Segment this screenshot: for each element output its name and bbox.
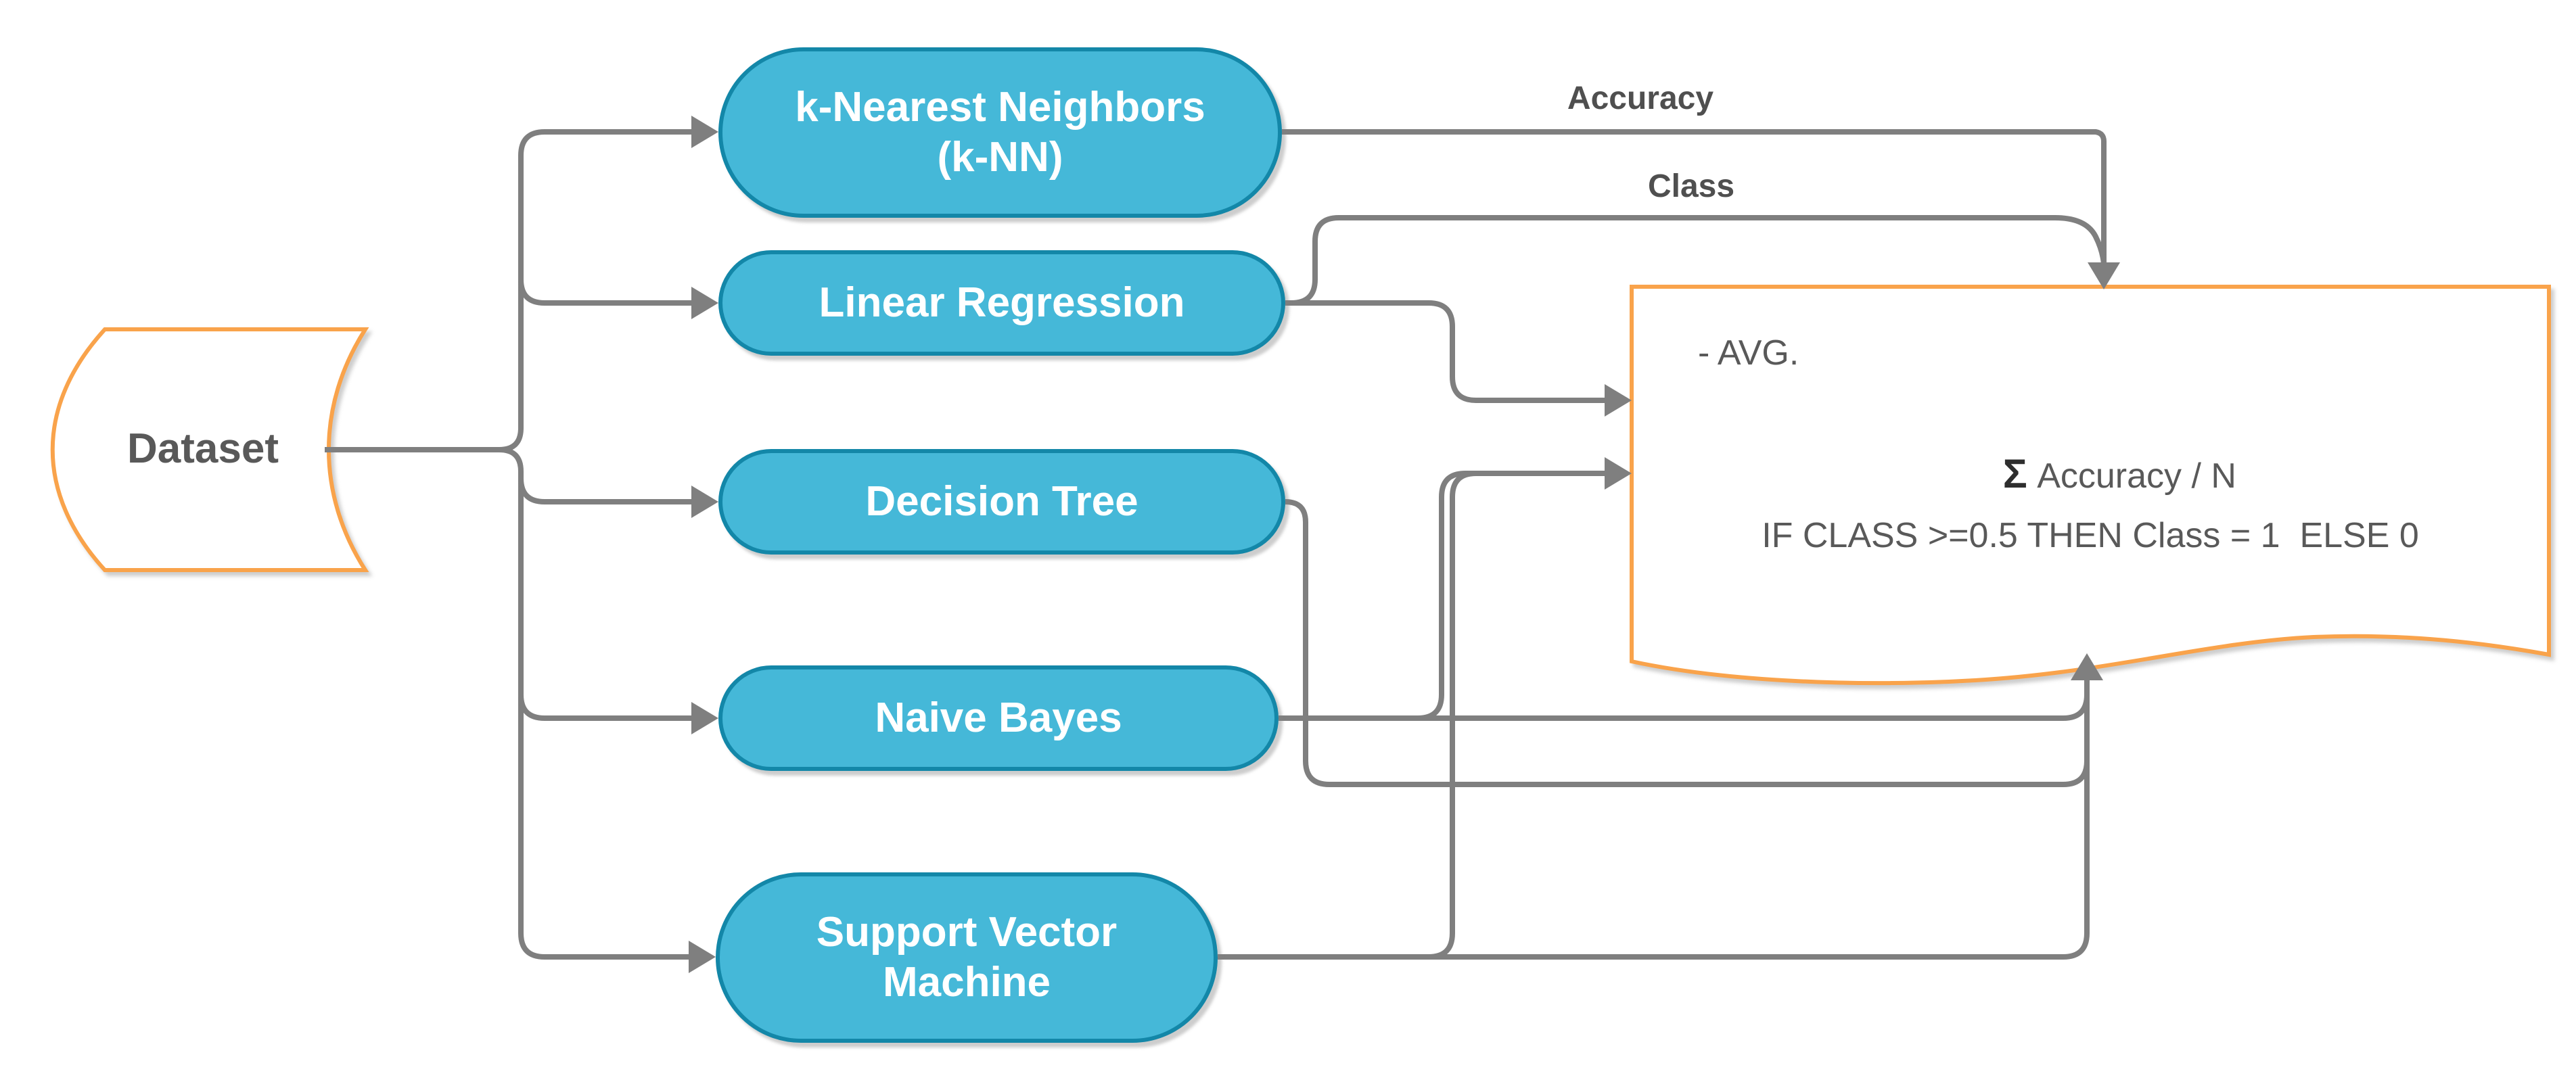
model-label-line: Decision Tree	[865, 478, 1138, 525]
connector-nb-to-doc-bottom	[1279, 682, 2090, 721]
aggregator-formula-rest: Accuracy / N	[2027, 456, 2236, 496]
dataset-label: Dataset	[127, 425, 279, 472]
connector-lr-to-doc-left	[1285, 300, 1607, 403]
connector-fork-up	[499, 427, 524, 452]
connector-trunk-to-knn	[518, 129, 694, 428]
model-label-line: Naive Bayes	[875, 695, 1122, 741]
connector-svm-to-doc-bottom	[1218, 679, 2090, 960]
sigma-symbol: Σ	[2002, 451, 2027, 496]
arrowhead-into-doc-bottom	[2071, 653, 2103, 680]
model-label-line: Machine	[882, 959, 1051, 1006]
arrowhead-into-decision-tree	[691, 486, 718, 518]
connector-dt-to-doc-bottom	[1285, 499, 2090, 787]
arrowhead-into-naive-bayes	[691, 702, 718, 734]
model-label-line: (k-NN)	[937, 134, 1063, 181]
model-node-naive-bayes: Naive Bayes	[718, 665, 1279, 771]
arrowhead-into-knn	[691, 116, 718, 148]
model-label-line: Support Vector	[816, 909, 1118, 956]
aggregator-avg-line: - AVG.	[1698, 333, 1799, 373]
aggregator-rule: IF CLASS >=0.5 THEN Class = 1 ELSE 0	[1762, 516, 2419, 555]
arrowhead-into-doc-left-lower	[1605, 457, 1632, 490]
model-node-knn: k-Nearest Neighbors (k-NN)	[718, 47, 1282, 218]
connector-knn-accuracy	[1282, 129, 2107, 265]
connector-lr-class	[1285, 215, 2107, 306]
connector-trunk-to-naive-bayes	[518, 694, 694, 721]
aggregator-formula: Σ Accuracy / N	[1632, 410, 2549, 538]
aggregator-document-shape	[1630, 285, 2551, 686]
model-node-support-vector-machine: Support Vector Machine	[716, 872, 1218, 1043]
connector-nb-to-doc-left	[1279, 471, 1607, 721]
model-label-line: Linear Regression	[819, 279, 1185, 326]
arrowhead-into-linear-regression	[691, 287, 718, 319]
model-label-line: k-Nearest Neighbors	[795, 84, 1205, 131]
edge-label-accuracy: Accuracy	[1567, 80, 1714, 116]
connector-fork-down	[499, 447, 524, 472]
connector-trunk-to-linear-regression	[518, 279, 694, 306]
connector-trunk-to-svm	[518, 471, 691, 960]
arrowhead-into-svm	[689, 941, 716, 973]
arrowhead-into-doc-left-upper	[1605, 384, 1632, 417]
connector-trunk-to-decision-tree	[518, 477, 694, 504]
dataset-shape	[50, 327, 369, 572]
aggregator-document-text: - AVG. Σ Accuracy / N IF CLASS >=0.5 THE…	[1632, 287, 2549, 665]
model-node-linear-regression: Linear Regression	[718, 250, 1285, 356]
model-node-decision-tree: Decision Tree	[718, 449, 1285, 555]
edge-label-class: Class	[1647, 168, 1735, 204]
arrowhead-into-doc-top	[2088, 262, 2120, 289]
